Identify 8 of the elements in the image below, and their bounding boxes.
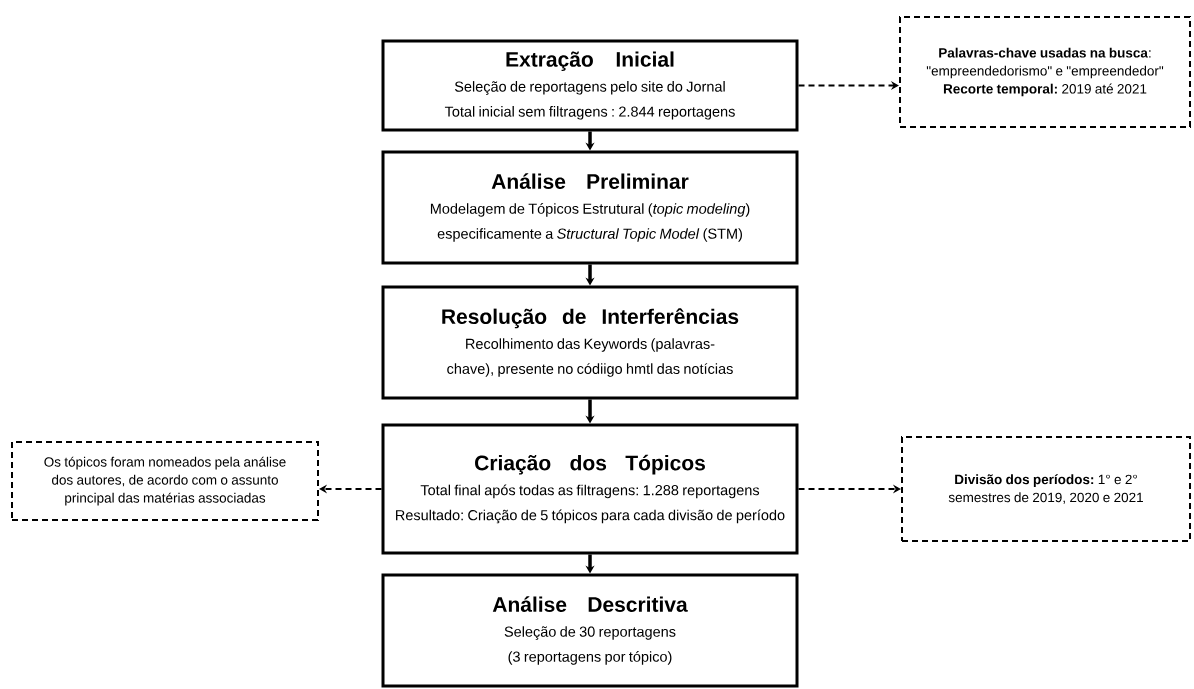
process-box: Resolução de Interferências Recolhimento das Keywords (palavras-chave), presente no códiigo hmtl das notícias xyxy=(381,285,799,400)
note-box: Divisão dos períodos: 1° e 2° semestres de 2019, 2020 e 2021 xyxy=(901,436,1191,542)
process-box: Análise Preliminar Modelagem de Tópicos Estrutural (topic modeling) especificamente a Structural Topic Model (STM) xyxy=(381,150,799,265)
note-box: Palavras-chave usadas na busca: "empreendedorismo" e "empreendedor" Recorte temporal: 2019 até 2021 xyxy=(899,16,1191,128)
note-box: Os tópicos foram nomeados pela análise dos autores, de acordo com o assunto principal das matérias associadas xyxy=(11,441,319,521)
process-box: Criação dos Tópicos Total final após todas as filtragens: 1.288 reportagens Resultado: Criação de 5 tópicos para cada divisão de período xyxy=(381,423,799,555)
process-box: Análise Descritiva Seleção de 30 reportagens (3 reportagens por tópico) xyxy=(381,573,799,688)
process-box: Extração Inicial Seleção de reportagens pelo site do Jornal Total inicial sem filtragens : 2.844 reportagens xyxy=(381,39,799,132)
